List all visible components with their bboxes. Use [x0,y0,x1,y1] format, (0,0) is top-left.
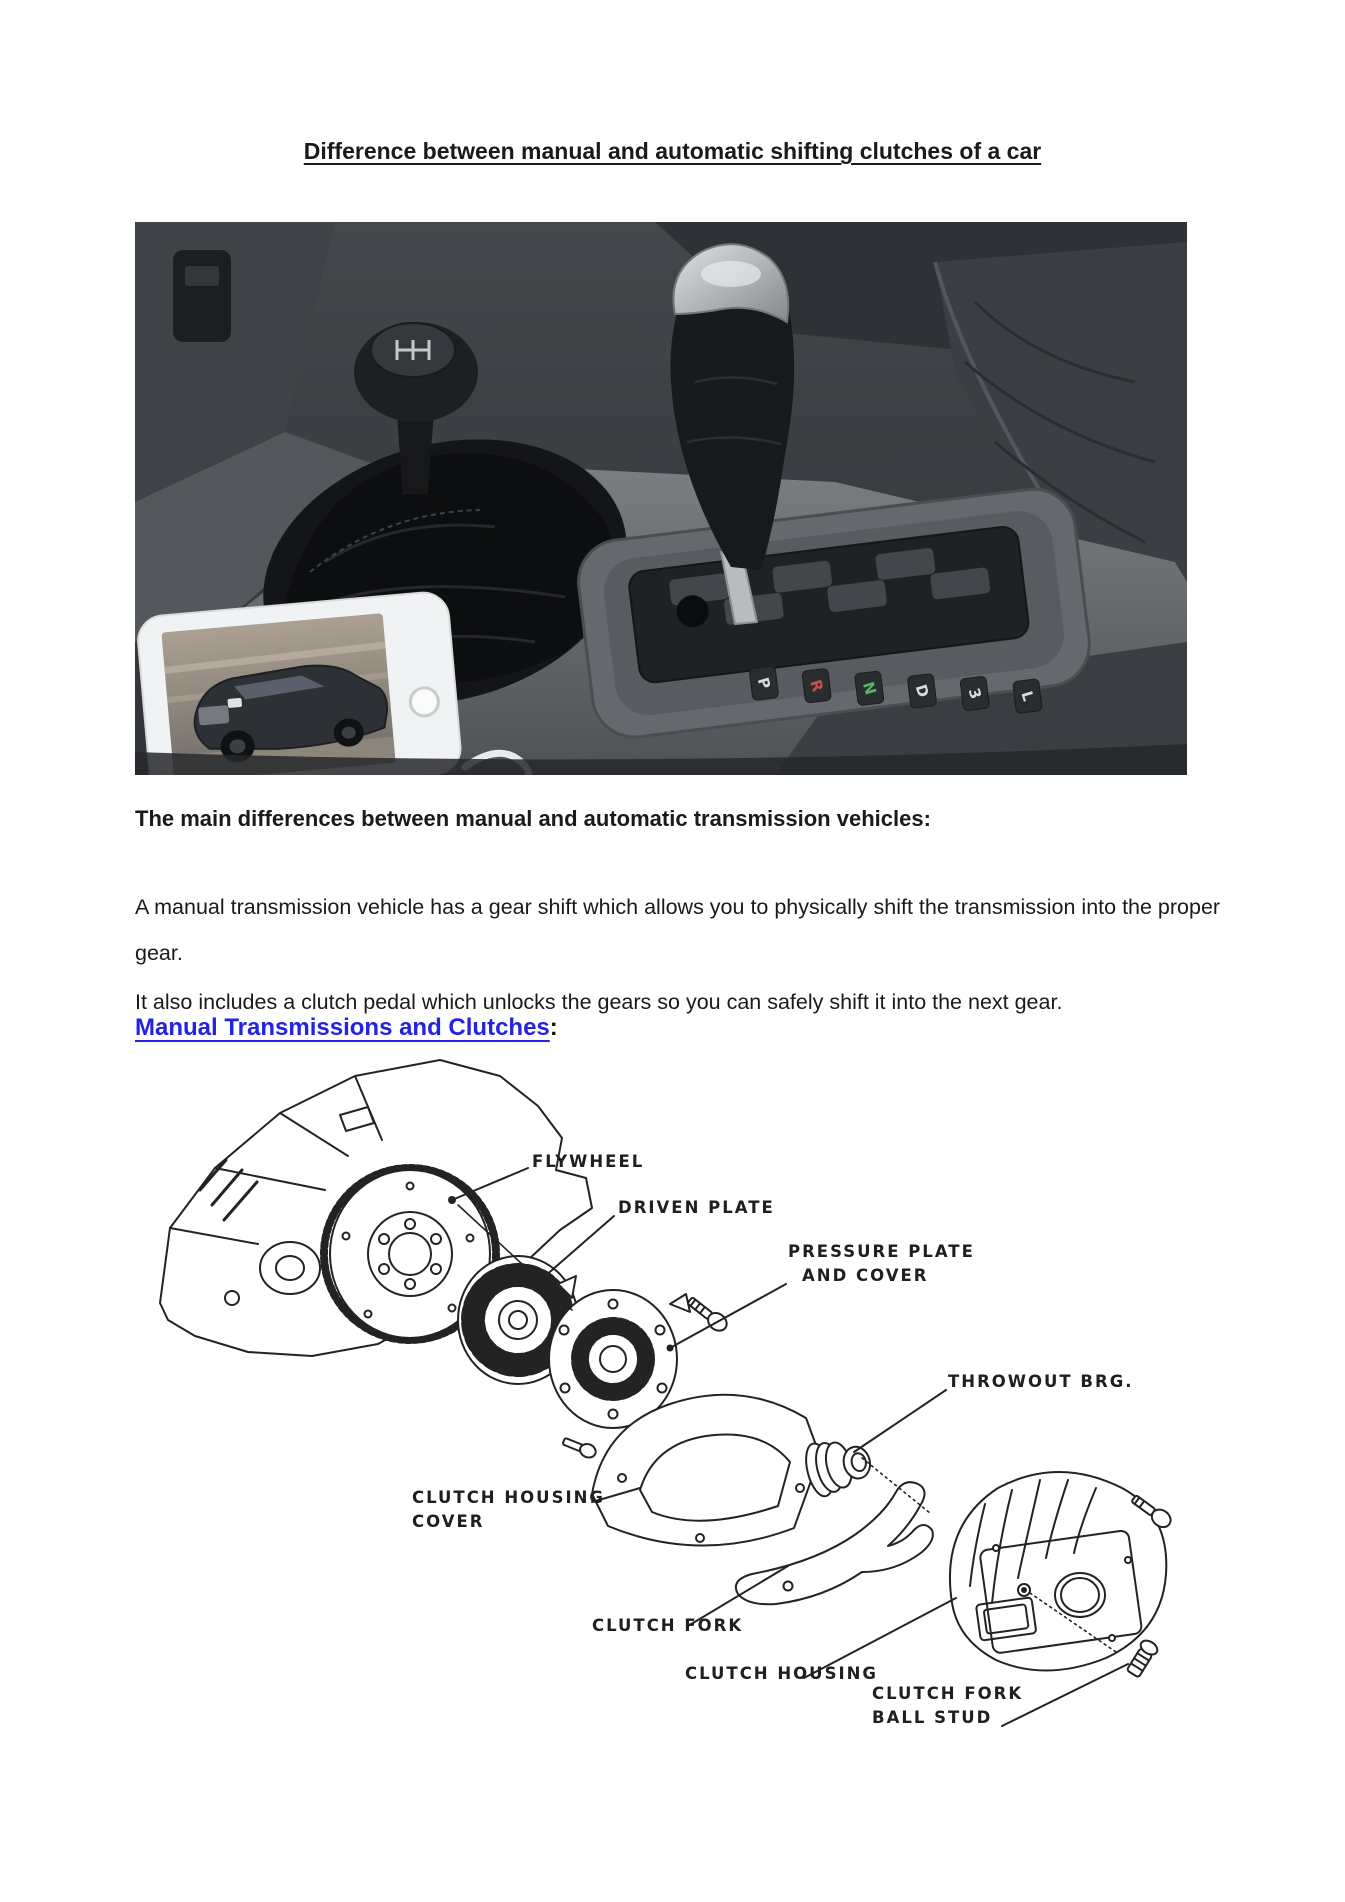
gate-label-3: 3 [965,686,985,701]
gate-label-p: P [754,675,774,691]
manual-transmissions-link[interactable]: Manual Transmissions and Clutches [135,1014,550,1041]
paragraph-clutch-pedal: It also includes a clutch pedal which un… [135,989,1063,1014]
housing-bolt-drawing [1131,1494,1172,1529]
gate-label-d: D [912,682,933,699]
gear-shifters-photo: P R N D 3 L [135,222,1187,775]
section-heading-main-differences: The main differences between manual and … [135,806,931,831]
clutch-fork-drawing [734,1481,934,1606]
label-driven-plate: DRIVEN PLATE [618,1198,775,1217]
clutch-diagram-art [159,1059,1172,1727]
phone-home-button [408,686,440,718]
boot-stitching [309,509,481,573]
bottom-shadow [135,744,1187,775]
automatic-shifter [670,243,795,626]
housing-cover-drawing [591,1393,821,1547]
dash-switch [173,250,231,342]
label-clutch-housing: CLUTCH HOUSING [685,1664,878,1683]
gate-label-r: R [806,678,827,695]
leather-grip [670,253,795,570]
clutch-housing-drawing [948,1471,1168,1672]
gate-position-labels: P R N D 3 L [749,665,1043,714]
leader-lines [448,1167,1129,1727]
flywheel-drawing [320,1164,500,1344]
label-throwout-brg: THROWOUT BRG. [948,1372,1134,1391]
side-trim [135,432,395,642]
shift-pattern-icon [395,340,431,360]
cover-bolt2-drawing [562,1437,597,1459]
truck-image [193,664,389,763]
label-clutch-fork: CLUTCH FORK [592,1616,744,1635]
gate-label-n: N [859,680,880,697]
paragraph-manual-gear-shift: A manual transmission vehicle has a gear… [135,894,1221,965]
gear-shifters-photo-art: P R N D 3 L [135,222,1187,775]
page-title: Difference between manual and automatic … [303,138,1042,164]
heading-colon: : [549,1014,558,1041]
label-flywheel: FLYWHEEL [532,1152,645,1171]
section-heading-manual-transmissions: Manual Transmissions and Clutches: [135,1014,558,1042]
smartphone [137,591,462,775]
pressure-plate-drawing [548,1275,691,1429]
ball-stud-drawing [1126,1639,1159,1678]
